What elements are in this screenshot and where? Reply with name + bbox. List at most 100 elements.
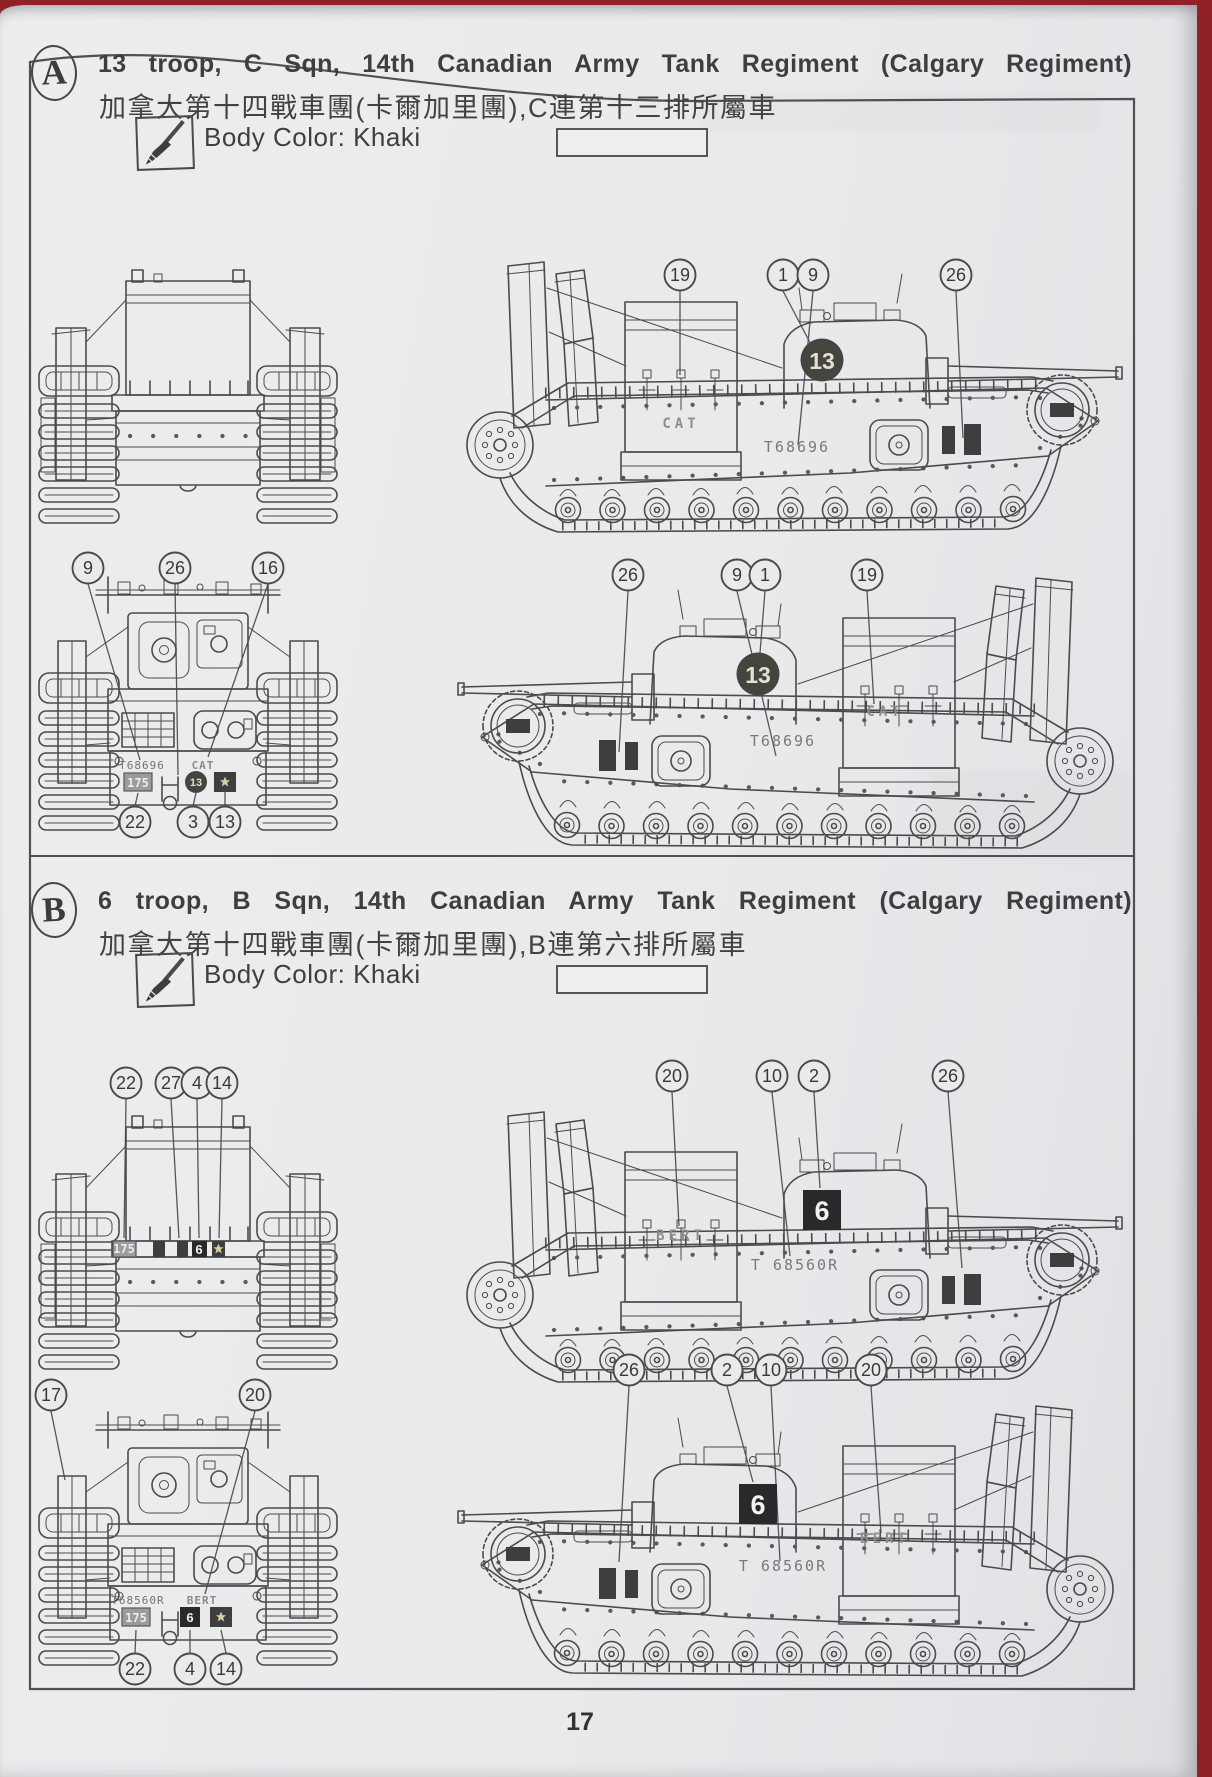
svg-text:6: 6 <box>814 1196 829 1226</box>
svg-text:19: 19 <box>670 265 690 285</box>
dark-marking-rect <box>153 1241 165 1257</box>
callout-badge: 10 <box>754 1353 788 1387</box>
view-a-side-right: 19 1 9 26 13 CAT T68696 <box>450 240 1130 545</box>
callout-badge: 26 <box>611 558 645 592</box>
bridge-class-plate <box>112 1240 137 1258</box>
khaki-swatch-b <box>556 965 708 994</box>
view-a-front <box>38 248 338 553</box>
svg-text:20: 20 <box>245 1385 265 1405</box>
view-a-rear: T68696 CAT 175 13 9 26 16 22 3 13 <box>38 545 338 870</box>
svg-text:13: 13 <box>190 777 202 789</box>
turret-number-roundel: 13 <box>800 338 844 382</box>
churchill-side-drawing <box>467 262 1122 532</box>
content-border <box>28 54 1136 1691</box>
callout-badge: 20 <box>655 1059 689 1093</box>
callout-badge: 20 <box>854 1353 888 1387</box>
callout-badge: 19 <box>850 558 884 592</box>
instruction-page <box>0 5 1197 1777</box>
svg-text:27: 27 <box>161 1073 181 1093</box>
troop-roundel <box>185 771 207 793</box>
rear-markings: T68696 CAT 175 13 <box>119 759 236 793</box>
view-b-side-left: 6 BERT T 68560R 26 2 10 20 <box>450 1350 1130 1691</box>
section-b-letter: B <box>41 889 67 930</box>
rear-nickname-text: CAT <box>192 759 215 772</box>
callout-badge: 9 <box>796 258 830 292</box>
svg-text:26: 26 <box>618 565 638 585</box>
page-number: 17 <box>566 1708 594 1736</box>
callout-badge: 1 <box>748 558 782 592</box>
svg-text:26: 26 <box>619 1360 639 1380</box>
nickname-text: BERT <box>860 1531 910 1547</box>
callout-badge: 13 <box>208 805 242 839</box>
serial-text: T 68560R <box>751 1256 839 1274</box>
churchill-side-drawing-mirrored <box>458 578 1113 848</box>
svg-text:26: 26 <box>938 1066 958 1086</box>
svg-text:3: 3 <box>188 812 198 832</box>
svg-text:13: 13 <box>745 662 771 688</box>
svg-text:17: 17 <box>41 1385 61 1405</box>
view-a-side-left: 26 9 1 19 13 CAT T68696 <box>450 556 1130 861</box>
svg-text:22: 22 <box>116 1073 136 1093</box>
svg-text:22: 22 <box>125 812 145 832</box>
view-b-rear: T68560R BERT 175 6 17 20 22 4 14 <box>25 1378 341 1715</box>
body-color-label-a: Body Color: Khaki <box>204 122 421 152</box>
callout-badge: 26 <box>612 1353 646 1387</box>
callout-badge: 26 <box>931 1059 965 1093</box>
svg-text:4: 4 <box>192 1073 202 1093</box>
callout-badge: 14 <box>209 1652 243 1686</box>
callout-badge: 22 <box>118 1652 152 1686</box>
callout-badge: 19 <box>663 258 697 292</box>
callout-badge: 9 <box>720 558 754 592</box>
svg-text:6: 6 <box>750 1490 765 1520</box>
view-b-side-right: 6 BERT T 68560R 20 10 2 26 <box>450 1056 1130 1395</box>
svg-text:175: 175 <box>125 1611 147 1625</box>
paintbrush-box-a <box>135 115 195 171</box>
turret-number-roundel: 13 <box>736 652 780 696</box>
callout-badge: 3 <box>176 805 210 839</box>
svg-text:10: 10 <box>762 1066 782 1086</box>
nickname-text: CAT <box>662 416 699 432</box>
callout-badge: 20 <box>238 1378 272 1412</box>
paintbrush-icon <box>145 957 185 1002</box>
bridge-class-plate <box>123 772 153 792</box>
callout-badge: 26 <box>158 551 192 585</box>
callout-badge: 22 <box>109 1066 143 1100</box>
section-a-letter: A <box>40 52 68 93</box>
serial-text: T68696 <box>764 438 830 456</box>
svg-text:175: 175 <box>113 1242 135 1256</box>
khaki-swatch-a <box>556 128 708 157</box>
nickname-text: BERT <box>656 1228 706 1244</box>
callout-badge: 4 <box>180 1066 214 1100</box>
turret-number-square: 6 <box>739 1484 777 1524</box>
svg-text:26: 26 <box>946 265 966 285</box>
view-b-front: 175 6 22 27 4 14 <box>38 1066 338 1385</box>
svg-text:13: 13 <box>809 348 835 374</box>
paintbrush-box-b <box>135 952 195 1008</box>
svg-text:9: 9 <box>808 265 818 285</box>
callout-badge: 1 <box>766 258 800 292</box>
callout-badge: 4 <box>173 1652 207 1686</box>
svg-text:2: 2 <box>809 1066 819 1086</box>
svg-text:6: 6 <box>195 1242 202 1257</box>
svg-text:14: 14 <box>212 1073 232 1093</box>
svg-text:4: 4 <box>185 1659 195 1679</box>
bridge-class-plate <box>121 1607 151 1627</box>
section-a-title: 13 troop, C Sqn, 14th Canadian Army Tank… <box>98 50 1132 78</box>
svg-text:14: 14 <box>216 1659 236 1679</box>
svg-text:10: 10 <box>761 1360 781 1380</box>
serial-text: T 68560R <box>739 1557 827 1575</box>
callout-badge: 17 <box>34 1378 68 1412</box>
svg-text:1: 1 <box>778 265 788 285</box>
svg-text:26: 26 <box>165 558 185 578</box>
section-a-subtitle: 加拿大第十四戰車團(卡爾加里團),C連第十三排所屬車 <box>99 93 777 123</box>
callout-badge: 16 <box>251 551 285 585</box>
callout-badge: 26 <box>939 258 973 292</box>
churchill-side-drawing-mirrored <box>458 1406 1113 1676</box>
front-markings: 175 6 <box>112 1240 225 1258</box>
callout-badge: 9 <box>71 551 105 585</box>
serial-text: T68696 <box>750 732 816 750</box>
troop-number-square <box>180 1607 200 1627</box>
churchill-front-drawing <box>39 270 337 523</box>
section-b-subtitle: 加拿大第十四戰車團(卡爾加里團),B連第六排所屬車 <box>99 930 747 960</box>
